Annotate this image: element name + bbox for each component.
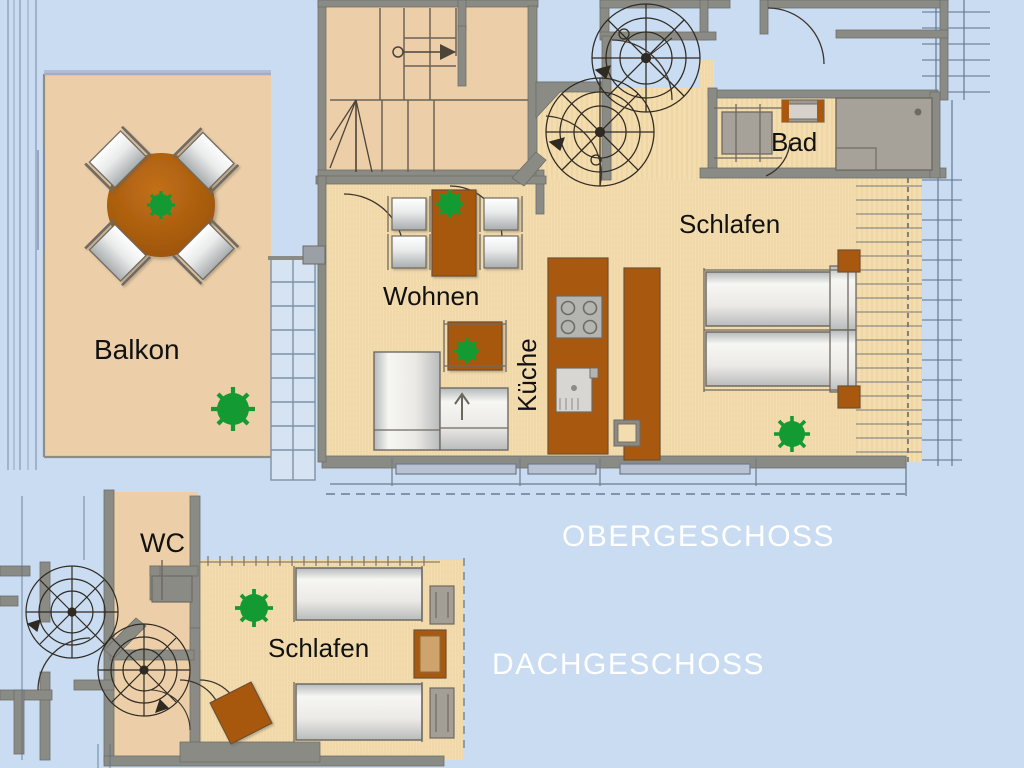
- room-label-kueche: Küche: [512, 338, 542, 412]
- spiral-stair-c: [25, 565, 119, 659]
- spiral-stair-a: [591, 3, 701, 113]
- kueche-fixtures: [547, 257, 661, 461]
- room-label-schlafen-og: Schlafen: [679, 209, 781, 239]
- room-label-bad: Bad: [771, 127, 818, 157]
- room-label-wc: WC: [140, 528, 185, 558]
- wohnen-furniture: [373, 189, 523, 451]
- floor-label-dachgeschoss: DACHGESCHOSS: [492, 648, 766, 681]
- bad-fixtures: [714, 97, 933, 171]
- room-label-schlafen-dg: Schlafen: [268, 633, 370, 663]
- room-label-balkon: Balkon: [94, 334, 180, 365]
- wc-fixture: [151, 560, 193, 603]
- plant-balkon-table-top: [147, 191, 175, 219]
- room-label-wohnen: Wohnen: [383, 281, 480, 311]
- plant-schlafen2: [235, 589, 273, 627]
- plant-schlafen: [774, 416, 810, 452]
- spiral-stair-b: [545, 77, 655, 187]
- floor-label-obergeschoss: OBERGESCHOSS: [562, 520, 836, 553]
- plant-wohnen-side: [454, 338, 480, 364]
- bottom-windows: [326, 456, 907, 496]
- plant-wohnen-table: [436, 190, 464, 218]
- floor-obergeschoss: [7, 0, 1024, 496]
- schlafen2-furniture: [209, 566, 447, 745]
- balkon-furniture: [84, 125, 240, 287]
- plant-balkon: [211, 387, 255, 431]
- straight-stair-upper: [329, 8, 528, 173]
- spiral-stair-d: [97, 623, 191, 717]
- schlafen-furniture: [703, 249, 861, 452]
- floor-dachgeschoss: [0, 489, 465, 768]
